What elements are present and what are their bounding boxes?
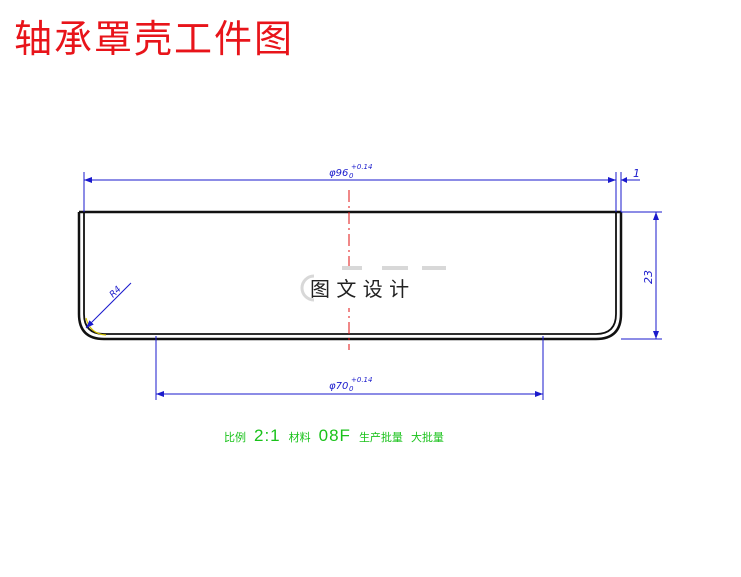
watermark-backing <box>302 268 446 308</box>
outer-profile <box>77 212 623 341</box>
outer-tolerance-lower: 0 <box>349 172 354 180</box>
thickness-text: 1 <box>633 167 640 180</box>
radius-leader <box>85 282 132 329</box>
outer-tolerance-upper: +0.14 <box>351 163 372 171</box>
scale-value: 2:1 <box>254 426 281 445</box>
height-text: 23 <box>642 270 655 284</box>
inner-diameter-text: φ70 <box>329 381 348 392</box>
drawing-footer: 比例 2:1 材料 08F 生产批量 大批量 <box>224 426 444 446</box>
radius-text: R4 <box>108 284 124 300</box>
scale-label: 比例 <box>224 431 246 444</box>
fillet-highlight <box>85 317 107 336</box>
watermark: 图 文 设 计 <box>300 266 446 308</box>
inner-tolerance-upper: +0.14 <box>351 376 372 384</box>
inner-profile <box>83 212 617 335</box>
outer-diameter-text: φ96 <box>329 168 348 179</box>
part-outline <box>77 210 623 341</box>
thickness-arrow <box>621 177 627 183</box>
watermark-logo-icon <box>300 274 315 302</box>
material-label: 材料 <box>288 431 311 444</box>
material-value: 08F <box>318 426 351 445</box>
drawing-title: 轴承罩壳工件图 <box>14 17 295 61</box>
inner-tolerance-lower: 0 <box>349 385 354 393</box>
production-value: 大批量 <box>410 431 444 444</box>
production-label: 生产批量 <box>358 431 403 444</box>
watermark-text: 图 文 设 计 <box>310 277 409 301</box>
dimension-lines <box>83 172 662 400</box>
